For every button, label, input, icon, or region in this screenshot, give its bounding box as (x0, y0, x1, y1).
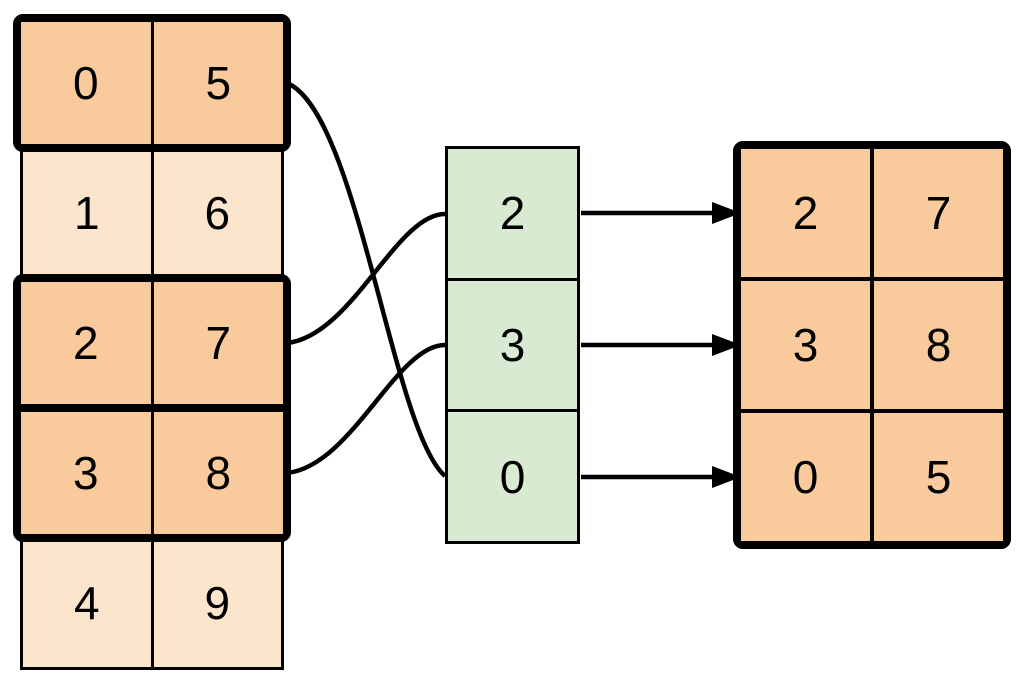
source-cell-r4c0: 4 (73, 577, 100, 629)
result-cell-r2c0: 0 (741, 413, 870, 541)
source-cell-r3c0: 3 (72, 447, 99, 499)
source-cell-r1c0: 1 (73, 187, 100, 239)
source-cell-r2c1: 7 (150, 282, 284, 404)
source-selected-group-row0: 0 5 (13, 14, 291, 152)
source-row-3: 3 8 (21, 412, 283, 534)
result-cell-r0c1: 7 (874, 149, 1003, 277)
curve-source-row0-to-index-0 (286, 80, 447, 478)
arrow-index1-to-result-row1 (581, 334, 741, 356)
result-cell-r1c1: 8 (874, 281, 1003, 409)
index-cell-2: 0 (448, 409, 577, 541)
source-selected-group-rows2-3: 2 7 3 8 (13, 274, 291, 542)
result-cell-r2c1: 5 (874, 413, 1003, 541)
arrow-index0-to-result-row0 (581, 202, 741, 224)
result-cell-r0c0: 2 (741, 149, 870, 277)
source-cell-r1c1: 6 (150, 149, 282, 277)
result-cell-r1c0: 3 (741, 281, 870, 409)
index-cell-0: 2 (499, 187, 526, 240)
index-column: 2 3 0 (445, 146, 580, 544)
index-cell-1: 3 (448, 277, 577, 410)
arrow-index2-to-result-row2 (581, 466, 741, 488)
curve-source-row2-to-index-2 (286, 211, 446, 346)
source-row-4: 4 9 (20, 536, 284, 670)
source-cell-r4c1: 9 (150, 539, 282, 667)
curve-source-row3-to-index-3 (286, 342, 446, 476)
result-table: 2 7 3 8 0 5 (733, 141, 1011, 549)
source-cell-r0c0: 0 (72, 57, 99, 109)
source-row-2: 2 7 (21, 282, 283, 404)
source-row-0: 0 5 (21, 22, 283, 144)
source-cell-r2c0: 2 (72, 317, 99, 369)
source-row-1: 1 6 (20, 146, 284, 280)
source-cell-r3c1: 8 (150, 412, 284, 534)
source-cell-r0c1: 5 (150, 22, 284, 144)
